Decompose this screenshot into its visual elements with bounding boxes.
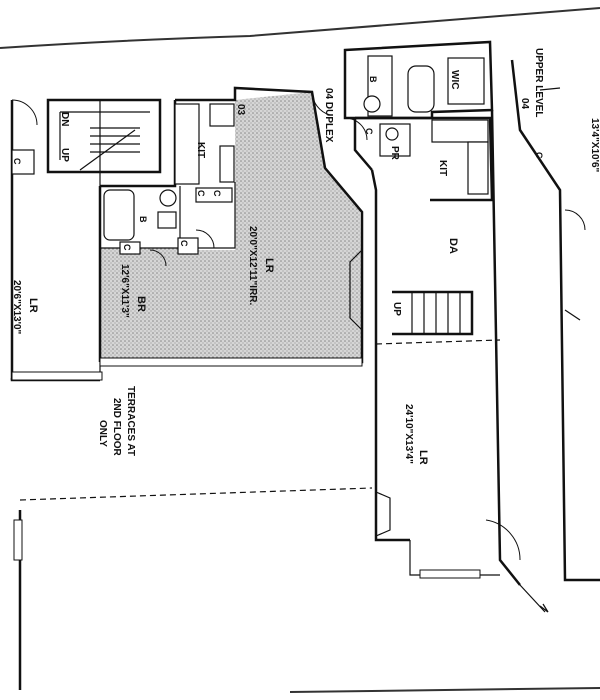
label-up-stair: UP <box>391 302 402 316</box>
label-pr: PR <box>389 146 400 161</box>
label-closet: C <box>179 240 189 247</box>
lr-03-floor <box>180 92 362 362</box>
label-closet: C <box>12 158 22 165</box>
label-closet: C <box>196 190 206 197</box>
scan-edge-bottom <box>289 687 600 693</box>
unit-03 <box>98 86 364 367</box>
stair-block <box>46 98 162 174</box>
label-lr-left-dim: 20'6"X13'0" <box>11 280 22 335</box>
label-terraces-1: TERRACES AT <box>125 386 136 456</box>
label-kit-03: KIT <box>195 142 206 158</box>
label-closet: C <box>122 244 132 251</box>
label-bath: B <box>368 76 378 83</box>
unit-04-duplex <box>343 40 549 613</box>
label-terraces-3: ONLY <box>97 420 108 447</box>
label-lr-03: LR <box>263 258 275 273</box>
label-right-dim: 13'4"X10'6" <box>589 118 600 173</box>
label-lr-03-dim: 20'0"X12'11"IRR. <box>247 226 258 306</box>
label-terraces-2: 2ND FLOOR <box>111 398 122 457</box>
label-lr-04-dim: 24'10"X13'4" <box>403 404 414 464</box>
label-unit-04-right: 04 <box>519 98 530 110</box>
label-closet: C <box>364 128 374 135</box>
label-up-left: UP <box>59 148 70 162</box>
right-unit <box>510 59 600 582</box>
label-bath: B <box>138 216 148 223</box>
label-upper-level: UPPER LEVEL <box>533 48 544 117</box>
terrace-boundary <box>19 487 373 501</box>
label-wic: WIC <box>449 70 460 89</box>
label-br-dim: 12'6"X11'3" <box>119 264 130 318</box>
label-da: DA <box>447 238 459 254</box>
label-kit-04: KIT <box>437 160 448 176</box>
label-closet: C <box>534 152 544 159</box>
left-unit <box>10 99 103 382</box>
label-closet: C <box>212 190 222 197</box>
label-unit-04-duplex: 04 DUPLEX <box>323 88 334 143</box>
label-lr-left: LR <box>27 298 39 313</box>
label-dn: DN <box>59 112 70 126</box>
label-unit-03: 03 <box>235 104 246 116</box>
scan-edge-top <box>0 7 600 49</box>
label-lr-04: LR <box>417 450 429 465</box>
br-floor <box>100 248 180 362</box>
label-br: BR <box>135 296 147 312</box>
